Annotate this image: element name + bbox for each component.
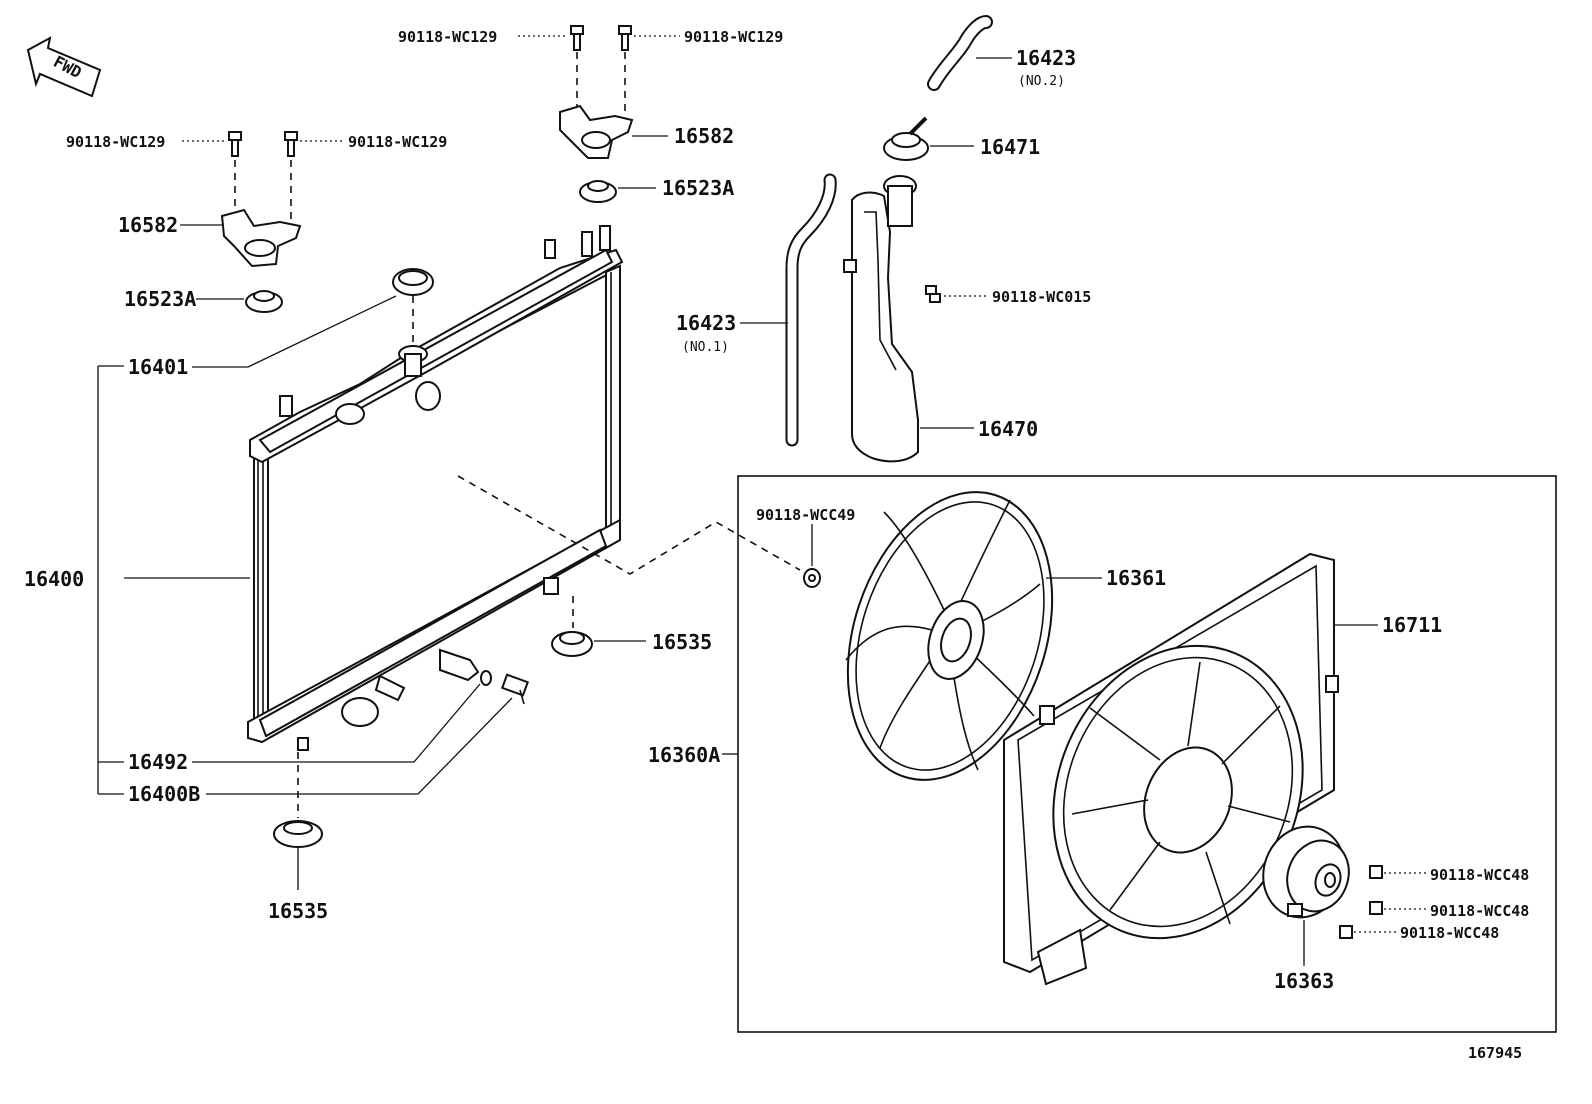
radiator-icon: [247, 225, 624, 751]
lower-cushion-mid-icon: [551, 631, 593, 657]
oring-label: 16492: [128, 750, 188, 774]
nut-fan-label: 90118-WCC49: [756, 506, 855, 524]
hose-no2-label: 16423: [1016, 46, 1076, 70]
cap-label: 16401: [128, 355, 188, 379]
hose-no1-note: (NO.1): [682, 340, 729, 355]
cushion-upper-label: 16523A: [662, 176, 734, 200]
bolt-motor1-icon: [1369, 865, 1383, 879]
bolt-a2-icon: [618, 25, 632, 112]
radiator-cap-icon: [392, 268, 434, 344]
bolt-b2-label: 90118-WC129: [348, 133, 447, 151]
lower-cushion-bottom-icon: [273, 820, 323, 848]
hose-no2-note: (NO.2): [1018, 74, 1065, 89]
bolt-a2-label: 90118-WC129: [684, 28, 783, 46]
lower-cushion-bottom-label: 16535: [268, 899, 328, 923]
bolt-motor2-label: 90118-WCC48: [1430, 902, 1529, 920]
reserve-tank-icon: [843, 175, 919, 463]
bolt-tank-icon: [925, 285, 941, 303]
radiator-label: 16400: [24, 567, 84, 591]
bolt-motor1-label: 90118-WCC48: [1430, 866, 1529, 884]
bolt-a1-label: 90118-WC129: [398, 28, 497, 46]
nut-fan-icon: [803, 568, 821, 588]
fan-assembly-label: 16360A: [648, 743, 720, 767]
bolt-b1-label: 90118-WC129: [66, 133, 165, 151]
bracket-upper-label: 16582: [674, 124, 734, 148]
hose-no1-label: 16423: [676, 311, 736, 335]
motor-label: 16363: [1274, 969, 1334, 993]
fwd-arrow-icon: FWD: [26, 36, 102, 98]
reserve-tank-label: 16470: [978, 417, 1038, 441]
bracket-left-icon: [220, 208, 302, 268]
cushion-left-label: 16523A: [124, 287, 196, 311]
reserve-cap-label: 16471: [980, 135, 1040, 159]
drain-cock-label: 16400B: [128, 782, 200, 806]
fan-label: 16361: [1106, 566, 1166, 590]
hose-no2-icon: [927, 15, 993, 91]
bolt-b2-icon: [284, 131, 298, 220]
bolt-b1-icon: [228, 131, 242, 214]
illustration-id: 167945: [1468, 1044, 1522, 1062]
bolt-tank-label: 90118-WC015: [992, 288, 1091, 306]
bolt-a1-icon: [570, 25, 584, 108]
cushion-upper-icon: [579, 180, 617, 203]
motor-icon: [1262, 825, 1350, 919]
cushion-left-icon: [245, 290, 283, 313]
bracket-left-label: 16582: [118, 213, 178, 237]
fan-icon: [845, 491, 1054, 781]
hose-no1-icon: [785, 173, 837, 447]
drain-cock-icon: [500, 673, 530, 705]
oring-icon: [480, 670, 492, 686]
bolt-motor3-icon: [1339, 925, 1353, 939]
reserve-cap-icon: [883, 116, 929, 161]
bolt-motor2-icon: [1369, 901, 1383, 915]
lower-cushion-mid-label: 16535: [652, 630, 712, 654]
bracket-upper-icon: [559, 104, 634, 159]
shroud-label: 16711: [1382, 613, 1442, 637]
shroud-icon: [1003, 552, 1339, 986]
bolt-motor3-label: 90118-WCC48: [1400, 924, 1499, 942]
